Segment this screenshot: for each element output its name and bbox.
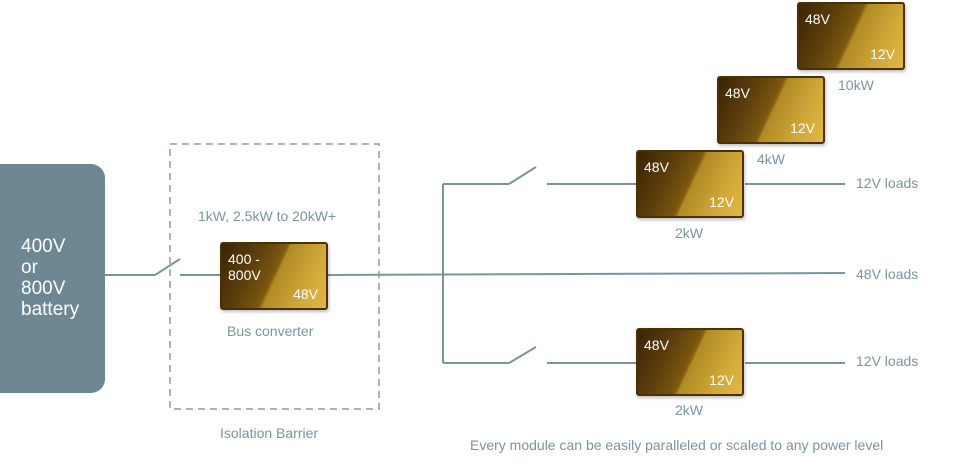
battery-switch [154, 258, 181, 276]
module-4kw-input: 48V [725, 85, 750, 101]
module-10kw-power: 10kW [838, 77, 874, 93]
bus-converter-input: 400 - 800V [228, 251, 261, 283]
top-switch [508, 166, 537, 185]
module-4kw: 48V 12V [717, 76, 825, 144]
module-2kw-bottom-power: 2kW [675, 402, 703, 418]
module-2kw-bottom-input: 48V [644, 337, 669, 353]
module-10kw: 48V 12V [797, 2, 905, 70]
power-range-label: 1kW, 2.5kW to 20kW+ [198, 208, 337, 224]
load-label-bottom: 12V loads [856, 353, 919, 369]
battery-line-1: 400V [21, 236, 66, 257]
module-2kw-bottom: 48V 12V [636, 328, 744, 396]
bus-converter-module: 400 - 800V 48V [220, 242, 328, 310]
battery-line-4: battery [21, 299, 80, 320]
load-label-top: 12V loads [856, 175, 919, 191]
bus-converter-output: 48V [293, 286, 318, 302]
isolation-barrier-label: Isolation Barrier [220, 425, 319, 441]
isolation-barrier-box [169, 143, 380, 410]
load-label-middle: 48V loads [856, 266, 919, 282]
module-2kw-top-output: 12V [709, 194, 734, 210]
battery-line-3: 800V [21, 278, 66, 299]
battery-block: 400V or 800V battery [0, 164, 105, 393]
module-10kw-output: 12V [870, 46, 895, 62]
module-2kw-top-power: 2kW [675, 225, 703, 241]
battery-line-2: or [21, 257, 38, 278]
module-2kw-top: 48V 12V [636, 150, 744, 218]
module-10kw-input: 48V [805, 11, 830, 27]
module-4kw-output: 12V [790, 120, 815, 136]
bus-converter-label: Bus converter [227, 323, 314, 339]
bottom-switch [508, 346, 537, 364]
footnote: Every module can be easily paralleled or… [470, 437, 884, 453]
module-2kw-bottom-output: 12V [709, 372, 734, 388]
module-2kw-top-input: 48V [644, 159, 669, 175]
module-4kw-power: 4kW [757, 151, 785, 167]
bus-wire [327, 272, 846, 276]
